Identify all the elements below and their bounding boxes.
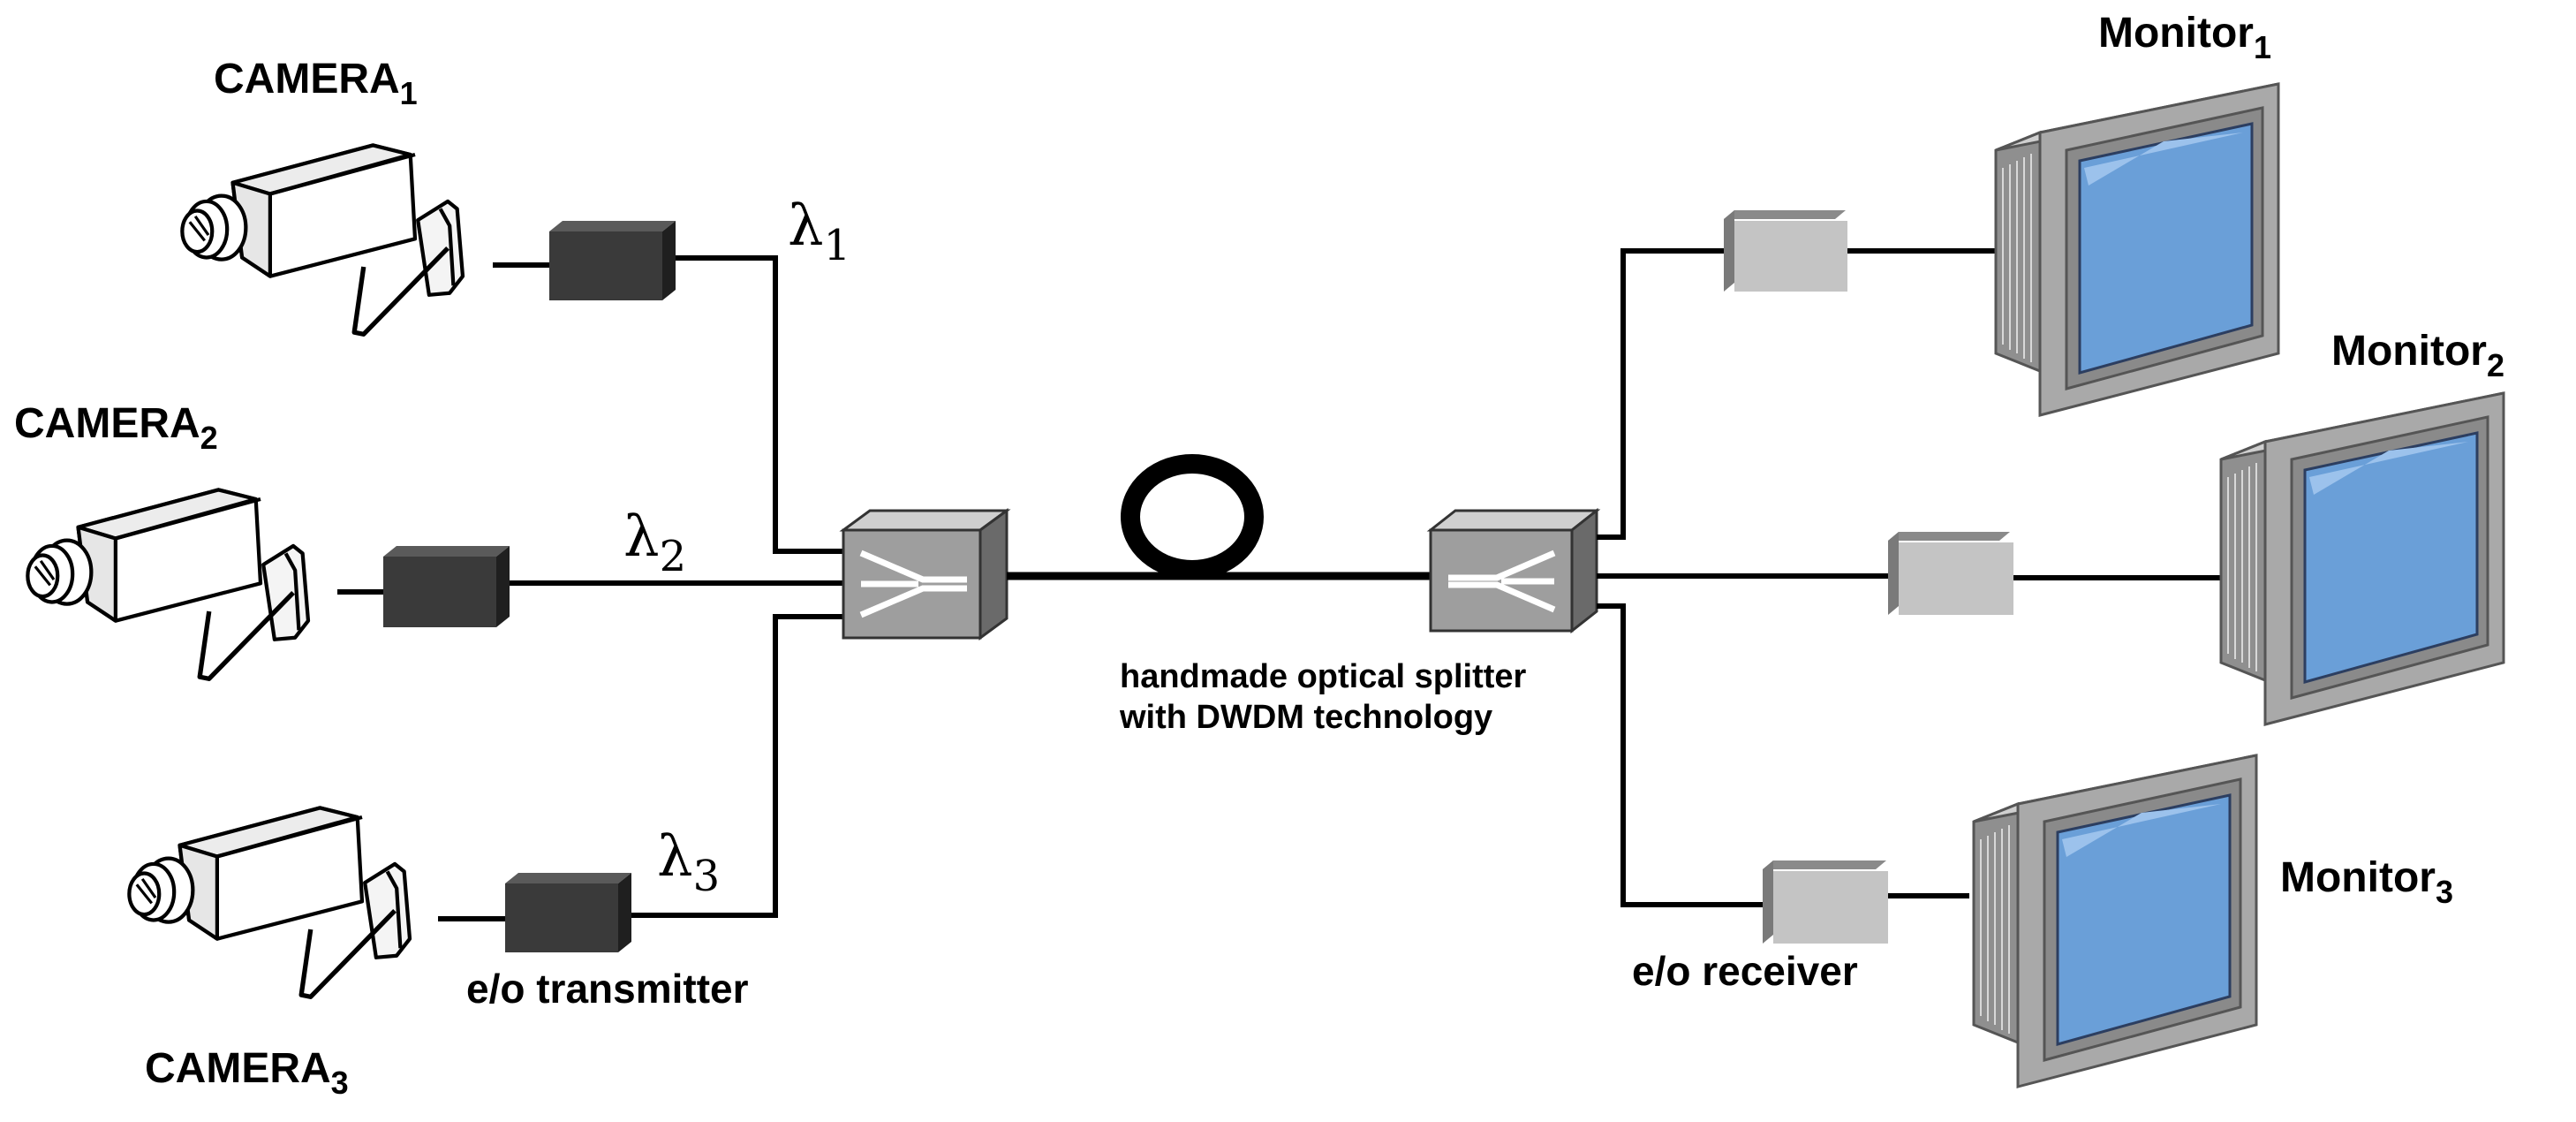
monitor-2-label: Monitor2: [2331, 328, 2504, 383]
wavelength-3-label: λ3: [657, 824, 721, 901]
transmitter-label: e/o transmitter: [466, 966, 749, 1012]
transmitter-3: [505, 873, 631, 952]
camera-2-icon: [27, 489, 308, 679]
transmitter-wires: [510, 255, 843, 918]
camera-wires: [337, 262, 549, 921]
monitor-1-icon: [1994, 82, 2280, 417]
trunk-fiber: [1007, 454, 1431, 580]
receiver-3: [1763, 860, 1888, 944]
transmitter-1: [549, 221, 676, 300]
camera-1-label: CAMERA1: [214, 56, 418, 111]
camera-3-icon: [129, 807, 410, 997]
monitor-3-icon: [1972, 754, 2258, 1088]
dwdm-demultiplexer: [1426, 507, 1601, 634]
splitter-label-line2: with DWDM technology: [1120, 698, 1493, 736]
receiver-label: e/o receiver: [1632, 948, 1858, 994]
receiver-2: [1888, 532, 2013, 615]
monitor-wires: [1847, 248, 2225, 898]
monitor-3-label: Monitor3: [2280, 854, 2453, 910]
monitor-1-label: Monitor1: [2098, 10, 2271, 65]
splitter-label: handmade optical splitter with DWDM tech…: [1120, 657, 1526, 738]
splitter-label-line1: handmade optical splitter: [1120, 658, 1527, 695]
transmitter-2: [383, 546, 510, 627]
camera-3-label: CAMERA3: [145, 1045, 349, 1101]
monitor-2-icon: [2219, 391, 2505, 726]
camera-1-icon: [182, 145, 463, 334]
camera-2-label: CAMERA2: [14, 400, 218, 456]
wavelength-2-label: λ2: [623, 504, 687, 581]
wavelength-1-label: λ1: [788, 193, 851, 270]
receiver-wires: [1597, 248, 1888, 907]
receiver-1: [1724, 210, 1847, 292]
dwdm-multiplexer: [839, 508, 1011, 641]
